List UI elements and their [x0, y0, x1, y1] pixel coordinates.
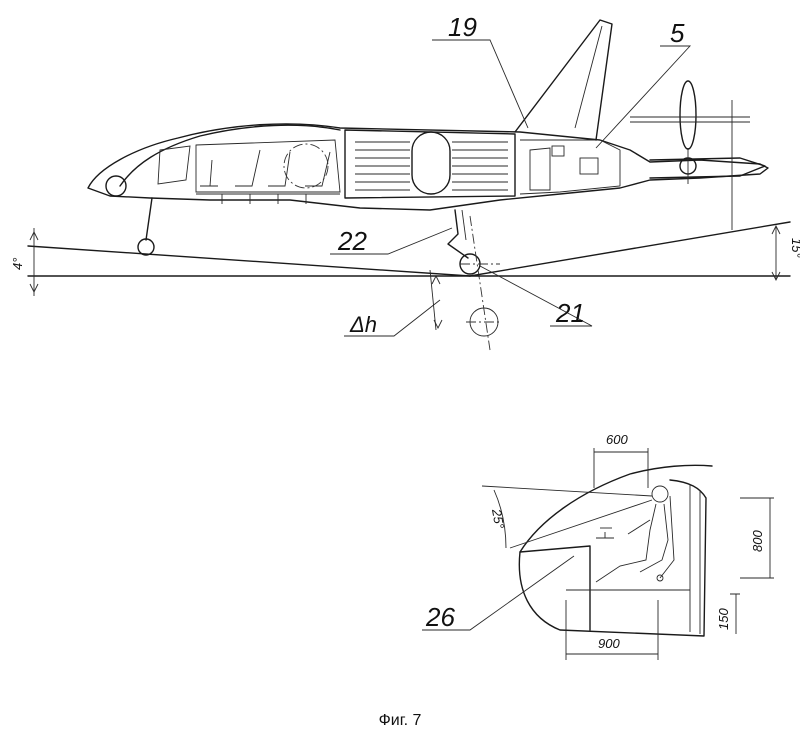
nose-engine-circle	[105, 175, 127, 197]
main-gear-strut	[447, 209, 469, 259]
label-angle-15: 15°	[789, 238, 800, 258]
cabin-seats	[200, 149, 331, 187]
label-26: 26	[425, 602, 455, 632]
cabin-outline	[518, 464, 713, 637]
center-hatch	[411, 131, 451, 195]
cabin-detail	[422, 448, 774, 660]
label-800: 800	[750, 530, 765, 552]
label-22: 22	[337, 226, 367, 256]
label-angle-25: 25°	[489, 507, 507, 530]
front-wheel	[137, 238, 155, 256]
label-600: 600	[606, 432, 628, 447]
label-150: 150	[716, 608, 731, 630]
label-5: 5	[670, 18, 685, 48]
front-gear-strut	[145, 197, 153, 241]
aircraft-side-view	[87, 19, 769, 351]
tail-fin-pod	[679, 80, 697, 150]
figure-caption: Фиг. 7	[378, 712, 422, 729]
tail-boom	[649, 157, 766, 179]
seated-pilot	[595, 485, 675, 583]
fuselage-outline	[87, 123, 769, 211]
central-section	[344, 129, 516, 199]
label-angle-4: 4°	[10, 258, 25, 270]
central-louvres	[355, 141, 508, 191]
ground-lines	[27, 100, 791, 331]
label-delta-h: Δh	[349, 312, 377, 337]
leader-lines	[330, 39, 692, 337]
label-19: 19	[448, 12, 477, 42]
label-21: 21	[555, 298, 585, 328]
label-900: 900	[598, 636, 620, 651]
vertical-tail	[514, 19, 613, 141]
canopy	[119, 124, 341, 187]
